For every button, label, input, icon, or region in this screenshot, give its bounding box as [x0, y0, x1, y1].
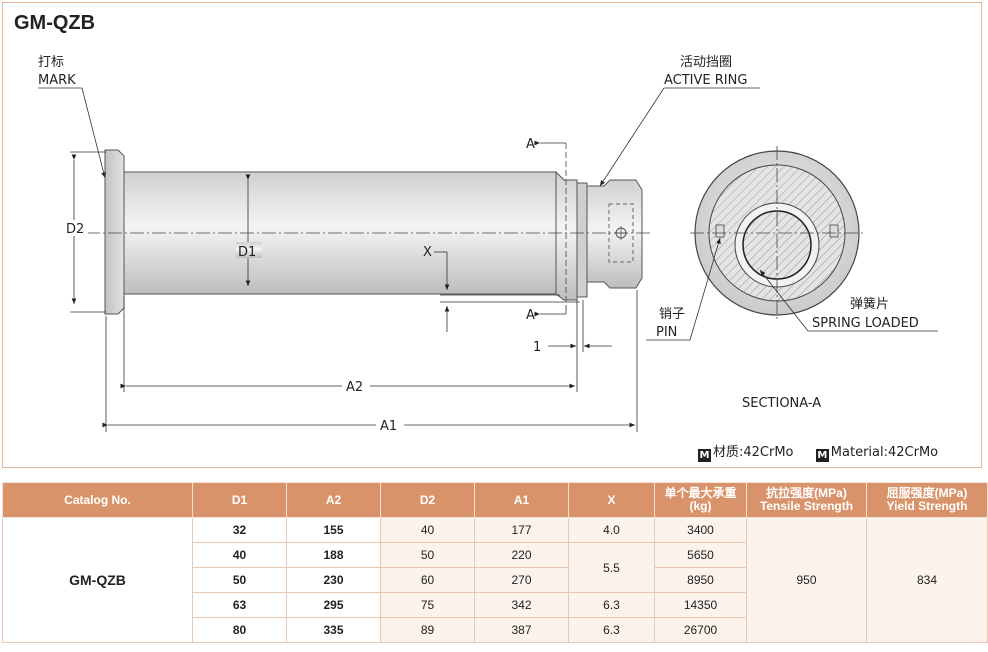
cell-d2: 75 — [380, 592, 475, 618]
material-en: Material:42CrMo — [830, 445, 939, 460]
col-load-unit: (kg) — [689, 499, 712, 513]
cell-load: 8950 — [654, 567, 747, 593]
col-yield: 屈服强度(MPa)Yield Strength — [866, 482, 988, 518]
cell-a2: 335 — [286, 617, 381, 643]
table-row: 40 188 50 220 5.5 5650 — [3, 542, 988, 593]
yield-cell: 834 — [866, 517, 988, 643]
col-d1: D1 — [192, 482, 287, 518]
cell-x: 6.3 — [568, 617, 655, 643]
tensile-cell: 950 — [746, 517, 867, 643]
dim-a1-label: A1 — [380, 419, 397, 434]
cell-load: 5650 — [654, 542, 747, 568]
pin-step — [555, 170, 578, 301]
col-load: 单个最大承重(kg) — [654, 482, 747, 518]
col-catalog: Catalog No. — [2, 482, 193, 518]
table-row: 63 295 75 342 6.3 14350 — [3, 592, 988, 618]
cell-d1: 63 — [192, 592, 287, 618]
dim-one-label: 1 — [533, 340, 541, 355]
col-a1: A1 — [474, 482, 569, 518]
col-yield-en: Yield Strength — [886, 499, 968, 513]
material-cn: 材质:42CrMo — [713, 445, 794, 460]
cell-a1: 342 — [474, 592, 569, 618]
cell-d2: 60 — [380, 567, 475, 593]
active-ring-label-cn: 活动挡圈 — [680, 55, 732, 70]
col-yield-cn: 屈服强度(MPa) — [886, 486, 968, 500]
dim-d1-label: D1 — [238, 245, 256, 260]
spring-label-en: SPRING LOADED — [812, 316, 919, 331]
col-x: X — [568, 482, 655, 518]
cell-a2: 188 — [286, 542, 381, 568]
cell-x: 5.5 — [568, 542, 655, 593]
material-badge-cn: M — [698, 449, 711, 462]
cell-d2: 50 — [380, 542, 475, 568]
col-tensile: 抗拉强度(MPa)Tensile Strength — [746, 482, 867, 518]
active-ring-body — [586, 179, 643, 289]
cell-d2: 40 — [380, 517, 475, 543]
col-tensile-en: Tensile Strength — [759, 499, 854, 513]
pin-label-cn: 销子 — [659, 307, 685, 322]
cell-a2: 230 — [286, 567, 381, 593]
cell-d1: 32 — [192, 517, 287, 543]
cell-a2: 295 — [286, 592, 381, 618]
cell-d2: 89 — [380, 617, 475, 643]
cell-load: 3400 — [654, 517, 747, 543]
mark-label-cn: 打标 — [38, 55, 64, 70]
cell-d1: 80 — [192, 617, 287, 643]
cell-d1: 40 — [192, 542, 287, 568]
material-badge-en: M — [815, 449, 829, 462]
cell-x: 6.3 — [568, 592, 655, 618]
table-row: GM-QZB 32 155 40 177 4.0 3400 950 834 — [2, 517, 988, 643]
col-load-cn: 单个最大承重 — [664, 486, 737, 500]
spec-table: Catalog No. D1 A2 D2 A1 X 单个最大承重(kg) 抗拉强… — [2, 482, 988, 643]
technical-drawing: D2 D1 X A A 1 A2 A1 打标 MARK 活动挡圈 ACTIVE … — [38, 55, 938, 434]
col-d2: D2 — [380, 482, 475, 518]
cell-a2: 155 — [286, 517, 381, 543]
cell-a1: 387 — [474, 617, 569, 643]
cell-load: 26700 — [654, 617, 747, 643]
table-header-row: Catalog No. D1 A2 D2 A1 X 单个最大承重(kg) 抗拉强… — [2, 482, 988, 518]
pin-head — [104, 149, 125, 315]
cell-x: 4.0 — [568, 517, 655, 543]
section-caption: SECTIONA-A — [742, 396, 821, 411]
cell-a1: 220 — [474, 542, 569, 568]
section-marker-top: A — [526, 137, 535, 152]
section-view — [690, 146, 864, 320]
cell-a1: 270 — [474, 567, 569, 593]
cell-load: 14350 — [654, 592, 747, 618]
catalog-cell: GM-QZB — [2, 517, 193, 643]
cell-a1: 177 — [474, 517, 569, 543]
spring-label-cn: 弹簧片 — [850, 296, 889, 312]
col-tensile-cn: 抗拉强度(MPa) — [766, 486, 847, 500]
dim-x-label: X — [423, 245, 432, 260]
col-a2: A2 — [286, 482, 381, 518]
pin-groove — [576, 182, 588, 298]
section-marker-bottom: A — [526, 308, 535, 323]
dim-a2-label: A2 — [346, 380, 363, 395]
dim-d2-label: D2 — [66, 222, 84, 237]
table-row: 80 335 89 387 6.3 26700 — [3, 617, 988, 643]
product-title: GM-QZB — [14, 12, 96, 34]
cell-d1: 50 — [192, 567, 287, 593]
active-ring-label-en: ACTIVE RING — [664, 73, 747, 88]
pin-label-en: PIN — [656, 325, 677, 340]
mark-label-en: MARK — [38, 73, 76, 88]
